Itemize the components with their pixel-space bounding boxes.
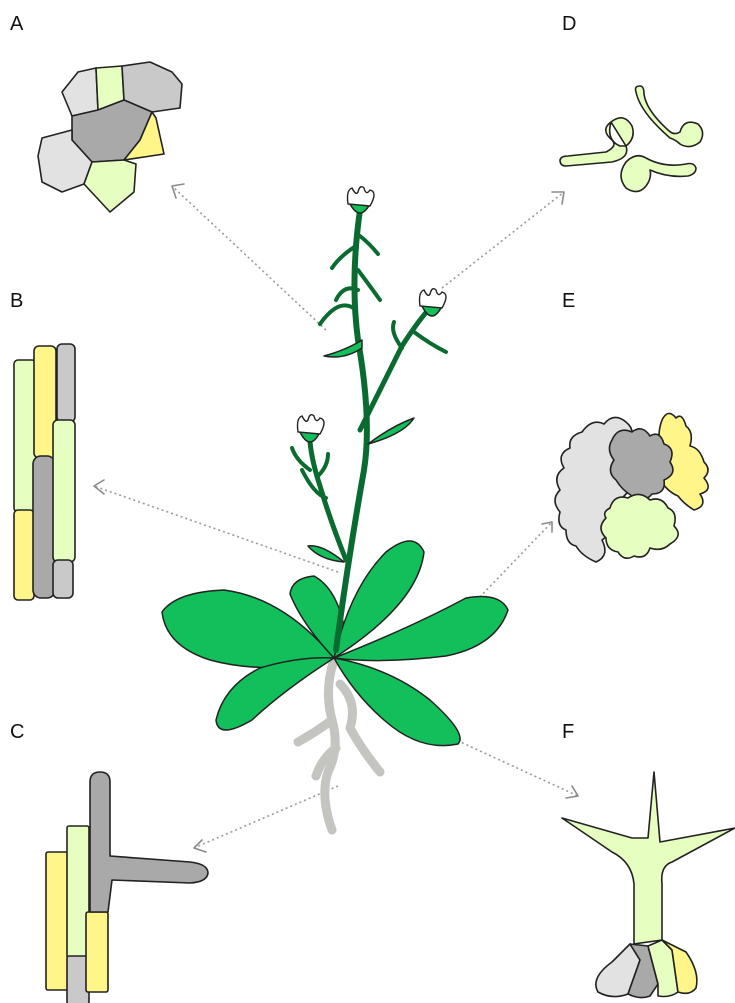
- panel-label-f: F: [562, 721, 574, 743]
- arrow-to-c: [194, 786, 338, 848]
- elongated-cells-icon: [14, 344, 75, 600]
- flower-left: [298, 415, 325, 442]
- panel-label-d: D: [562, 13, 576, 35]
- pollen-tubes-icon: [560, 86, 703, 192]
- flower-top: [348, 187, 375, 213]
- arrow-to-b: [94, 486, 338, 572]
- trichome-icon: [562, 772, 735, 998]
- jigsaw-cells-icon: [555, 413, 708, 562]
- arrow-to-d: [442, 192, 564, 288]
- panel-label-c: C: [10, 721, 24, 743]
- panel-label-b: B: [10, 290, 23, 312]
- root-hair-cell-icon: [46, 772, 208, 1003]
- pavement-cells-icon: [38, 62, 182, 212]
- panel-label-e: E: [562, 290, 575, 312]
- panel-label-a: A: [10, 13, 24, 35]
- arrow-to-a: [172, 186, 326, 330]
- plant-illustration: [162, 187, 508, 830]
